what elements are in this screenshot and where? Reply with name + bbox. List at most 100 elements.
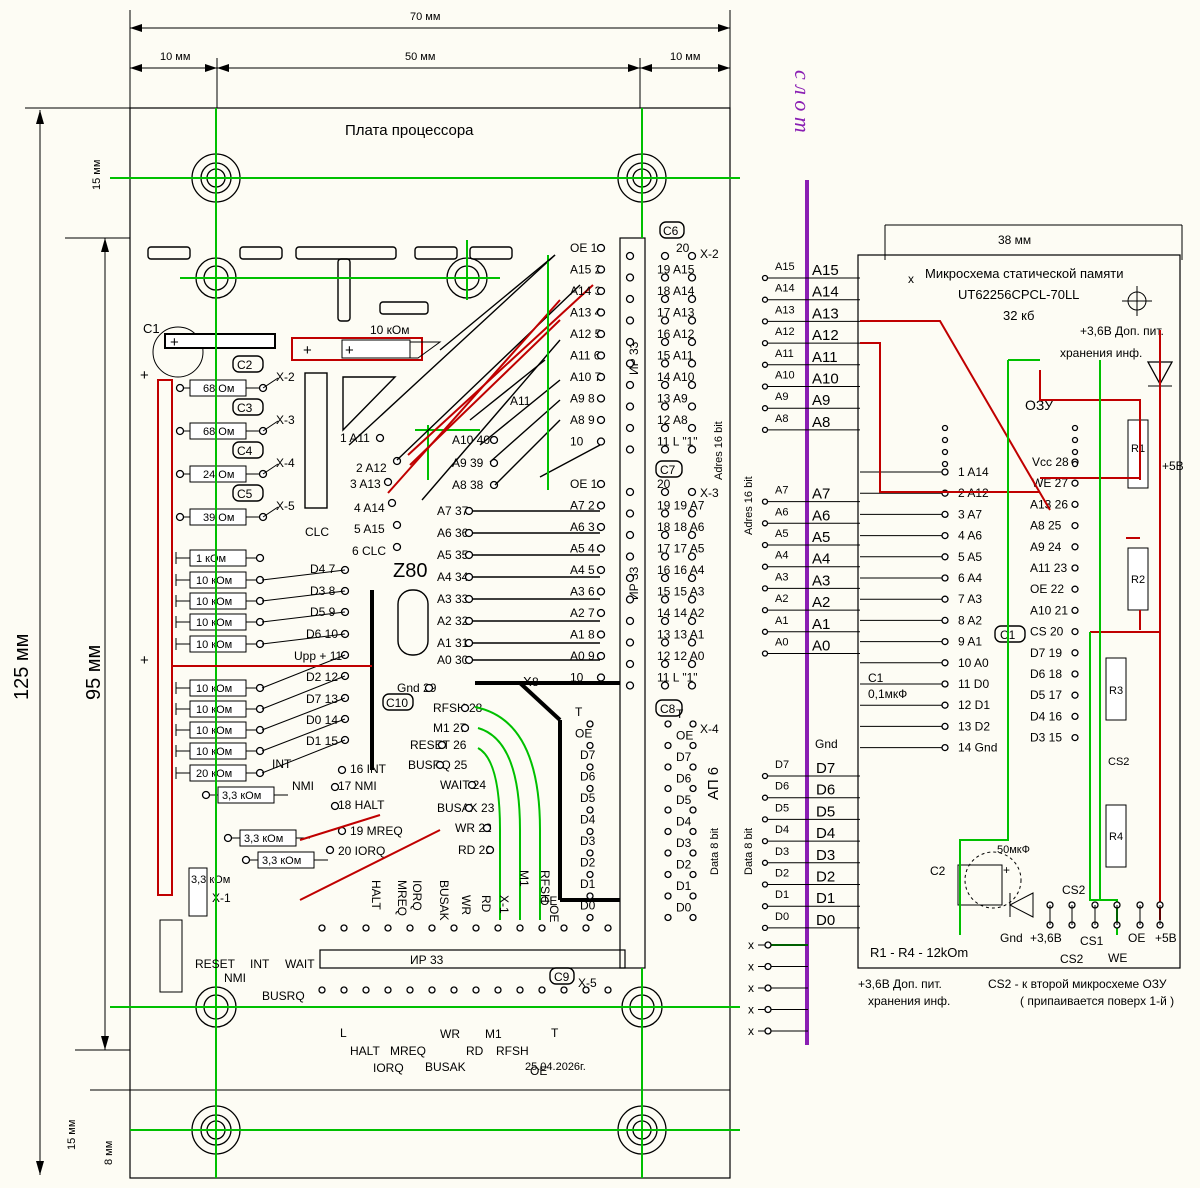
pad — [489, 458, 499, 468]
slot-addr-label: A3 — [775, 571, 788, 583]
pad — [560, 924, 568, 932]
pad — [689, 892, 697, 900]
pad — [464, 655, 474, 665]
pad — [596, 286, 606, 296]
svg-text:0,1мкФ: 0,1мкФ — [868, 687, 907, 701]
dim-70: 70 мм — [410, 11, 440, 23]
pad — [424, 683, 434, 693]
pad — [255, 768, 265, 778]
pad — [941, 424, 949, 432]
capacitor-label: C4 — [237, 444, 253, 458]
pad — [472, 986, 480, 994]
pad — [625, 638, 635, 647]
slot-addr-label: A9 — [775, 391, 788, 403]
pad — [941, 595, 949, 603]
pad — [538, 924, 546, 932]
pad — [660, 638, 670, 647]
pad — [325, 845, 335, 855]
pad — [761, 274, 769, 282]
slot-addr-label: A11 — [775, 348, 794, 360]
cpu-board-title: Плата процессора — [345, 122, 474, 139]
pad — [582, 924, 590, 932]
ram-left-pin: 10 A0 — [958, 656, 989, 670]
ram-bottom-label: CS2 — [1062, 883, 1086, 897]
pad — [175, 426, 185, 436]
z80-label: Z80 — [393, 560, 427, 582]
ram-bottom-label: +3,6В — [1030, 931, 1062, 945]
pad — [660, 595, 670, 604]
z80-pin-label: 2 A12 — [356, 461, 387, 475]
pad — [485, 845, 495, 855]
pad — [596, 630, 606, 639]
connector-label: 11 L "1" — [657, 435, 698, 449]
pad — [761, 498, 769, 505]
pad — [687, 273, 697, 282]
pad — [761, 794, 769, 801]
resistor-value: 3,3 кОм — [262, 855, 301, 867]
bottom-signal-label: BUSRQ — [262, 989, 305, 1003]
pad — [687, 294, 697, 304]
batt-label-2: хранения инф. — [1060, 346, 1142, 360]
svg-text:C2: C2 — [930, 864, 946, 878]
pad — [596, 522, 606, 532]
pad — [489, 435, 499, 445]
pad — [761, 816, 769, 823]
ram-board: 38 мм Микросхема статической памяти UT62… — [743, 224, 1184, 1038]
z80-pin-label: A2 32 — [437, 614, 469, 628]
ram-addr-label: A1 — [812, 616, 830, 633]
svg-text:R1: R1 — [1131, 443, 1145, 455]
pad — [1071, 424, 1079, 432]
ram-left-pin: 8 A2 — [958, 613, 982, 627]
bottom-signal-label: L — [340, 1026, 347, 1040]
pad — [318, 986, 326, 994]
pad — [596, 673, 606, 682]
ir33-pin-label: A2 7 — [570, 606, 595, 620]
ram-left-pin: 4 A6 — [958, 529, 982, 543]
ram-addr-label: A7 — [812, 486, 830, 503]
connector-label: 20 — [676, 241, 690, 255]
svg-text:X-2: X-2 — [700, 247, 719, 261]
pad — [687, 659, 697, 669]
pad — [340, 986, 348, 994]
vertical-signal-label: X-1 — [497, 895, 511, 914]
resistor-value: 10 кОм — [196, 617, 232, 629]
ram-board-outline — [857, 254, 1181, 969]
ram-addr-label: A12 — [812, 327, 839, 344]
pad — [660, 616, 670, 626]
slot-addr-label: A0 — [775, 637, 788, 649]
ram-right-pin: D4 16 — [1030, 709, 1062, 723]
ram-right-pin: D3 15 — [1030, 731, 1062, 745]
connector-label: 19 A15 — [657, 263, 695, 277]
z80-pin-label: A8 38 — [452, 478, 484, 492]
z80-pin-label: D2 12 — [306, 670, 338, 684]
z80-pin-label: 20 IORQ — [338, 844, 385, 858]
pad — [625, 530, 635, 540]
slot-addr-label: A12 — [775, 326, 795, 338]
ir33-pin-label: A8 9 — [570, 413, 595, 427]
pad — [660, 445, 670, 454]
pad — [660, 294, 670, 304]
pad — [596, 608, 606, 618]
pad — [761, 924, 769, 932]
clc-label: CLC — [305, 525, 329, 539]
slot-data-label: D3 — [775, 846, 789, 858]
pad — [489, 480, 499, 490]
pad — [625, 402, 635, 411]
ram-right-pin: WE 27 — [1032, 476, 1068, 490]
ram-addr-label: A2 — [812, 594, 830, 611]
ram-right-pin: CS 20 — [1030, 625, 1064, 639]
bottom-signal-label: OE — [530, 1064, 547, 1078]
svg-text:X-3: X-3 — [700, 486, 719, 500]
ram-left-pin: 3 A7 — [958, 507, 982, 521]
pad — [582, 986, 590, 994]
pad — [941, 722, 949, 731]
svg-text:X-4: X-4 — [700, 722, 719, 736]
pad — [941, 574, 949, 582]
slot-addr-label: A1 — [775, 615, 788, 627]
pad — [941, 460, 949, 468]
z80-pin-label: 5 A15 — [354, 522, 385, 536]
z80-pin-label: D5 9 — [310, 605, 336, 619]
dimension-lines: 70 мм 10 мм 50 мм 10 мм 125 мм 95 мм 15 … — [11, 10, 731, 1175]
ram-left-pin: 9 A1 — [958, 635, 982, 649]
